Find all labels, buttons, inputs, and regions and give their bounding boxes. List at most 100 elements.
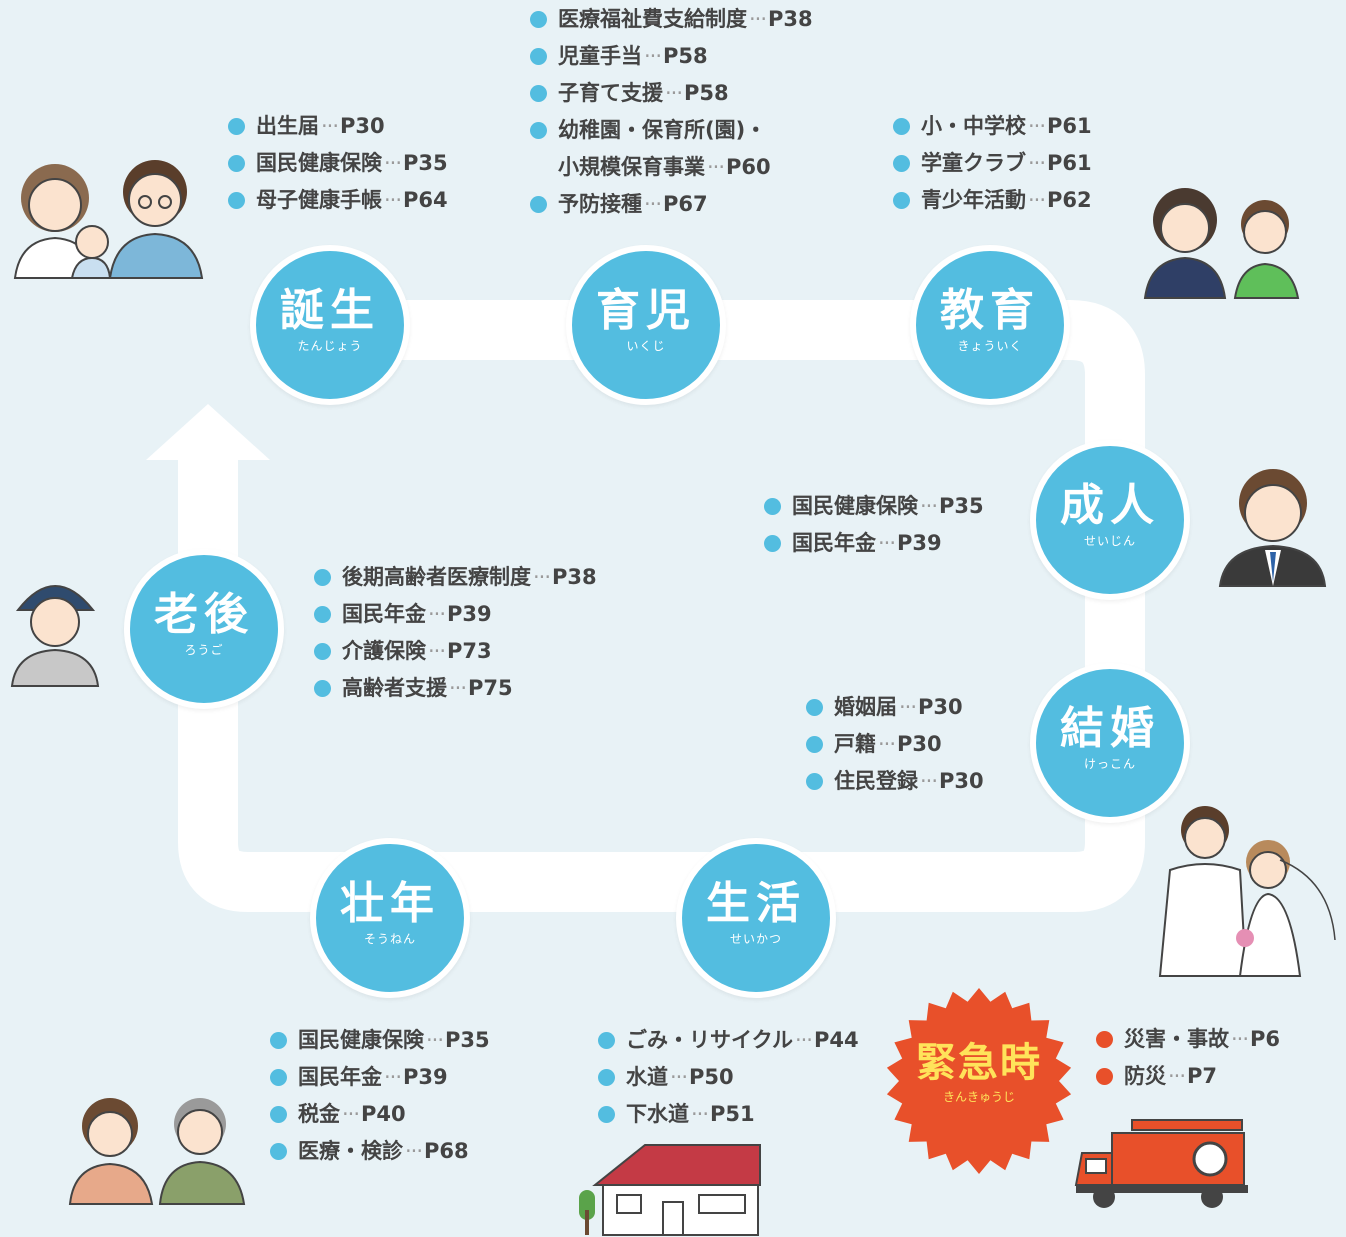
page-reference: P39 <box>447 602 492 626</box>
leader-dots: ··· <box>342 1102 360 1126</box>
list-item: 小・中学校···P61 <box>893 108 1092 145</box>
page-reference: P39 <box>897 531 942 555</box>
page-reference: P58 <box>663 44 708 68</box>
leader-dots: ··· <box>426 1028 444 1052</box>
stage-name: 壮年 <box>340 878 440 929</box>
leader-dots: ··· <box>878 732 896 756</box>
page-reference: P30 <box>939 769 984 793</box>
page-reference: P38 <box>552 565 597 589</box>
list-item: 下水道···P51 <box>598 1096 859 1133</box>
stage-name: 結婚 <box>1060 703 1160 754</box>
item-label: 小・中学校 <box>921 114 1026 138</box>
item-label: 防災 <box>1124 1064 1166 1088</box>
page-reference: P40 <box>361 1102 406 1126</box>
leader-dots: ··· <box>794 1028 813 1052</box>
page-reference: P6 <box>1250 1027 1281 1051</box>
parents-with-baby-illustration <box>13 160 204 279</box>
page-reference: P30 <box>340 114 385 138</box>
page-reference: P44 <box>813 1028 859 1052</box>
page-reference: P61 <box>1047 151 1092 175</box>
leader-dots: ··· <box>899 695 917 719</box>
list-item: 国民健康保険···P35 <box>228 145 448 182</box>
page-reference: P30 <box>897 732 942 756</box>
page-reference: P73 <box>447 639 492 663</box>
stage-tanjo: 誕生 たんじょう <box>250 245 410 405</box>
stage-ruby: きんきゅうじ <box>942 1090 1015 1104</box>
stage-ruby: ろうご <box>184 643 224 657</box>
list-item: 医療福祉費支給制度···P38 <box>530 1 813 38</box>
elderly-person-illustration <box>10 585 100 687</box>
leader-dots: ··· <box>384 188 402 212</box>
leader-dots: ··· <box>384 151 402 175</box>
item-label: 医療福祉費支給制度 <box>558 7 747 31</box>
page-reference: P62 <box>1047 188 1092 212</box>
leader-dots: ··· <box>1168 1064 1186 1088</box>
leader-dots: ··· <box>428 602 446 626</box>
stage-ruby: けっこん <box>1083 757 1136 771</box>
item-label: 戸籍 <box>834 732 876 756</box>
list-item: 住民登録···P30 <box>806 763 984 800</box>
leader-dots: ··· <box>428 639 446 663</box>
stage-kinkyuji: 緊急時 きんきゅうじ <box>884 1040 1074 1105</box>
page-reference: P75 <box>468 676 513 700</box>
stage-name: 成人 <box>1060 480 1160 531</box>
list-item: 災害・事故···P6 <box>1096 1021 1280 1058</box>
stage-name: 育児 <box>596 285 696 336</box>
stage-kekkon: 結婚 けっこん <box>1030 663 1190 823</box>
page-reference: P68 <box>424 1139 469 1163</box>
item-label: 学童クラブ <box>921 151 1026 175</box>
page-reference: P35 <box>445 1028 490 1052</box>
stage-ikuji: 育児 いくじ <box>566 245 726 405</box>
item-label: ごみ・リサイクル <box>626 1028 793 1052</box>
item-label: 国民年金 <box>342 602 426 626</box>
item-label: 子育て支援 <box>558 81 663 105</box>
stage-kyoiku: 教育 きょういく <box>910 245 1070 405</box>
stage-name: 生活 <box>706 878 806 929</box>
middle-aged-couple-illustration <box>68 1098 246 1205</box>
stage-seikatsu: 生活 せいかつ <box>676 838 836 998</box>
item-label: 税金 <box>298 1102 340 1126</box>
leader-dots: ··· <box>533 565 551 589</box>
leader-dots: ··· <box>405 1139 423 1163</box>
list-item: 医療・検診···P68 <box>270 1133 490 1170</box>
stage-ruby: せいじん <box>1083 534 1136 548</box>
item-label: 水道 <box>626 1065 668 1089</box>
item-label: 国民年金 <box>792 531 876 555</box>
list-item: 子育て支援···P58 <box>530 75 813 112</box>
leader-dots: ··· <box>449 676 467 700</box>
item-label: 医療・検診 <box>298 1139 403 1163</box>
leader-dots: ··· <box>1028 188 1046 212</box>
item-label: 後期高齢者医療制度 <box>342 565 531 589</box>
loop-arrow-head <box>146 404 270 460</box>
list-item: 出生届···P30 <box>228 108 448 145</box>
item-label: 母子健康手帳 <box>256 188 382 212</box>
leader-dots: ··· <box>878 531 896 555</box>
stage-ruby: そうねん <box>363 932 416 946</box>
list-item: 母子健康手帳···P64 <box>228 182 448 219</box>
page-reference: P51 <box>710 1102 755 1126</box>
item-label: 小規模保育事業 <box>558 155 705 179</box>
list-item: 予防接種···P67 <box>530 186 813 223</box>
young-adult-illustration <box>1218 469 1327 587</box>
stage-ruby: いくじ <box>626 339 666 353</box>
page-reference: P61 <box>1047 114 1092 138</box>
list-item: 幼稚園・保育所(園)・ <box>530 112 813 149</box>
item-label: 介護保険 <box>342 639 426 663</box>
item-label: 児童手当 <box>558 44 642 68</box>
page-reference: P39 <box>403 1065 448 1089</box>
list-item: ごみ・リサイクル···P44 <box>598 1022 859 1059</box>
list-item: 後期高齢者医療制度···P38 <box>314 559 597 596</box>
page-reference: P35 <box>939 494 984 518</box>
leader-dots: ··· <box>1231 1027 1249 1051</box>
emergency-burst <box>886 988 1072 1174</box>
list-item: 高齢者支援···P75 <box>314 670 597 707</box>
page-reference: P35 <box>403 151 448 175</box>
list-item: 戸籍···P30 <box>806 726 984 763</box>
